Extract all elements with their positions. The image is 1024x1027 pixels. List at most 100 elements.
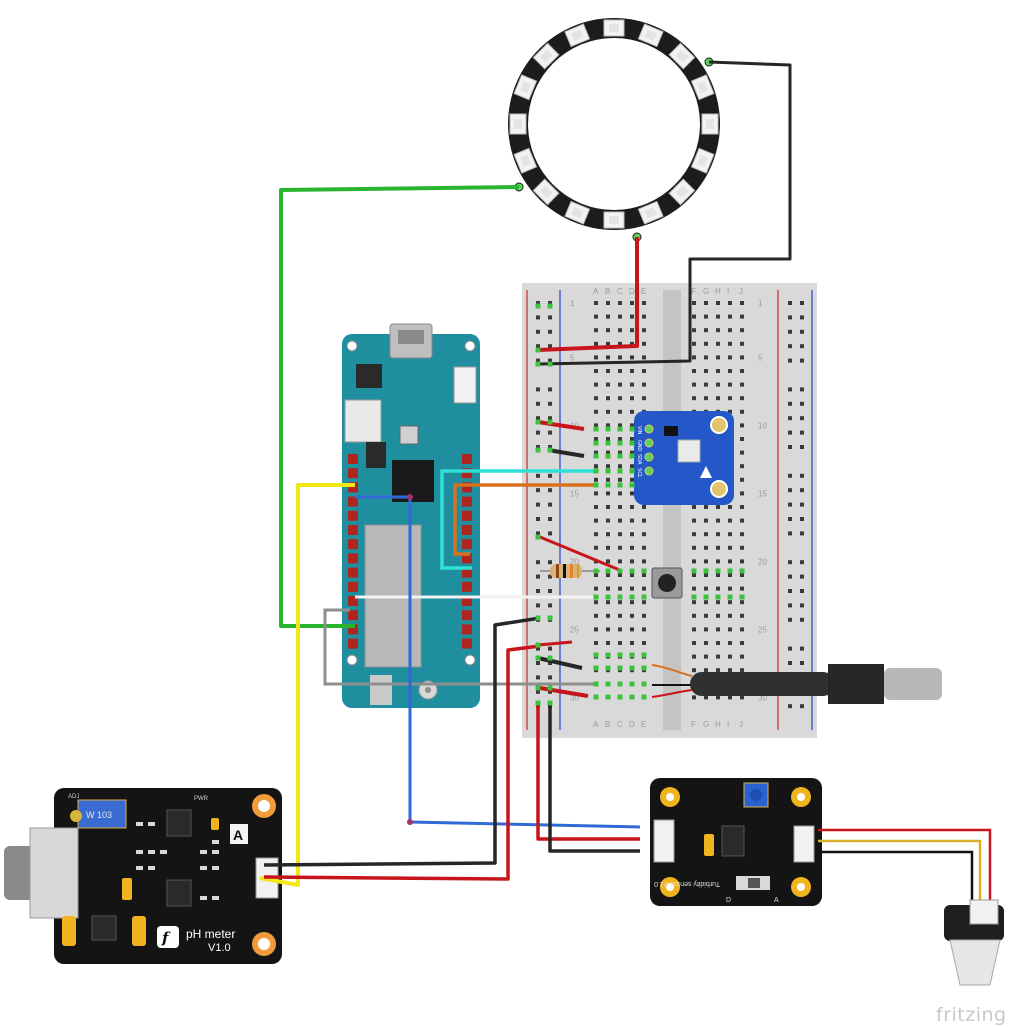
wire-black-probe-rail <box>537 656 583 670</box>
bb-hole-connected <box>593 652 599 658</box>
bb-rail-hole <box>536 603 540 608</box>
column-letter: F <box>691 720 696 729</box>
bb-hole <box>606 341 610 346</box>
bb-hole-connected <box>727 594 733 600</box>
usb-opening <box>398 330 424 344</box>
bb-hole-connected <box>535 361 541 367</box>
led-die <box>514 119 522 129</box>
bb-hole <box>740 369 744 373</box>
ph-smd-parts <box>136 822 219 900</box>
bb-hole <box>606 328 610 333</box>
bb-hole <box>618 559 622 564</box>
bb-hole-connected <box>605 568 611 574</box>
bb-hole-connected <box>629 694 635 700</box>
bb-hole <box>740 641 744 645</box>
mkr-pin <box>348 539 358 550</box>
bb-hole <box>594 437 598 441</box>
bb-hole <box>618 600 622 605</box>
bb-hole <box>618 491 622 496</box>
temperature-probe <box>651 664 942 704</box>
bb-hole <box>630 573 634 577</box>
wire-joint-2 <box>407 819 413 825</box>
bb-hole <box>692 559 696 564</box>
bb-rail-hole <box>800 416 804 421</box>
bb-hole <box>740 627 744 632</box>
bb-hole <box>618 314 622 319</box>
bb-hole <box>740 423 744 428</box>
smd-component <box>136 866 143 870</box>
ring-leds <box>509 19 719 229</box>
bb-hole <box>692 641 696 645</box>
bb-rail-hole <box>788 301 792 305</box>
bb-hole <box>692 627 696 632</box>
bb-hole <box>642 545 646 550</box>
bb-hole <box>716 396 720 401</box>
mkr-pin <box>348 610 358 621</box>
ph-channel-label: A <box>233 827 243 843</box>
bb-hole <box>740 477 744 482</box>
bb-hole-connected <box>547 615 553 621</box>
bb-rail-hole <box>536 387 540 392</box>
column-letter: A <box>593 720 599 729</box>
row-number: 20 <box>570 557 579 566</box>
bb-hole <box>642 532 646 537</box>
smd-component <box>212 850 219 854</box>
bb-hole <box>740 518 744 523</box>
bb-hole <box>704 328 708 333</box>
bb-rail-hole <box>800 589 804 593</box>
bb-hole-connected <box>641 681 647 687</box>
mkr-pin <box>348 454 358 464</box>
turb-jst-left <box>653 819 675 863</box>
reset-button <box>399 425 419 445</box>
bb-hole <box>618 641 622 645</box>
bb-rail-hole <box>536 416 540 421</box>
bb-rail-hole <box>536 589 540 593</box>
bb-rail-hole <box>788 329 792 334</box>
bb-hole <box>716 627 720 632</box>
bb-hole-connected <box>617 681 623 687</box>
neopixel-led <box>637 200 664 225</box>
bb-rail-hole <box>536 358 540 363</box>
row-number: 15 <box>758 489 767 498</box>
bb-hole-connected <box>547 685 553 691</box>
bb-hole <box>692 573 696 577</box>
bb-hole <box>618 369 622 373</box>
column-letter: J <box>739 720 743 729</box>
mkr-pin <box>348 596 358 606</box>
bb-hole <box>594 491 598 496</box>
turb-wire-yellow <box>818 839 982 912</box>
mkr-pin <box>348 567 358 578</box>
bb-hole <box>618 437 622 441</box>
neopixel-led <box>603 211 625 229</box>
led-die <box>519 154 531 167</box>
bb-rail-hole <box>536 560 540 565</box>
bb-hole <box>618 518 622 523</box>
bb-rail-hole <box>548 301 552 305</box>
bb-hole <box>728 654 732 659</box>
column-letter: H <box>715 720 721 729</box>
wire-red-ring-pwr <box>537 237 639 352</box>
bb-rail-hole <box>788 387 792 392</box>
bb-hole <box>630 545 634 550</box>
bb-hole <box>594 641 598 645</box>
probe-cable <box>690 672 835 696</box>
wire-black-turbidity-gnd <box>548 703 640 853</box>
bb-rail-hole <box>536 445 540 449</box>
ph-pot-knob <box>70 810 82 822</box>
accel-pin-label: SDA <box>636 454 642 465</box>
ph-adj-label: ADJ <box>68 794 79 800</box>
bb-hole <box>594 600 598 605</box>
bb-hole <box>618 505 622 509</box>
wire-red-ph-vcc <box>263 644 541 881</box>
adafruit-star-icon <box>700 466 712 478</box>
bb-hole <box>716 355 720 360</box>
bb-hole <box>606 314 610 319</box>
turb-jst-right <box>793 825 815 863</box>
bb-hole <box>618 382 622 387</box>
mkr-chip-small <box>356 364 382 388</box>
bb-hole-connected <box>605 426 611 432</box>
bb-hole <box>630 559 634 564</box>
wire-joint-1 <box>407 494 413 500</box>
bb-hole <box>692 301 696 305</box>
